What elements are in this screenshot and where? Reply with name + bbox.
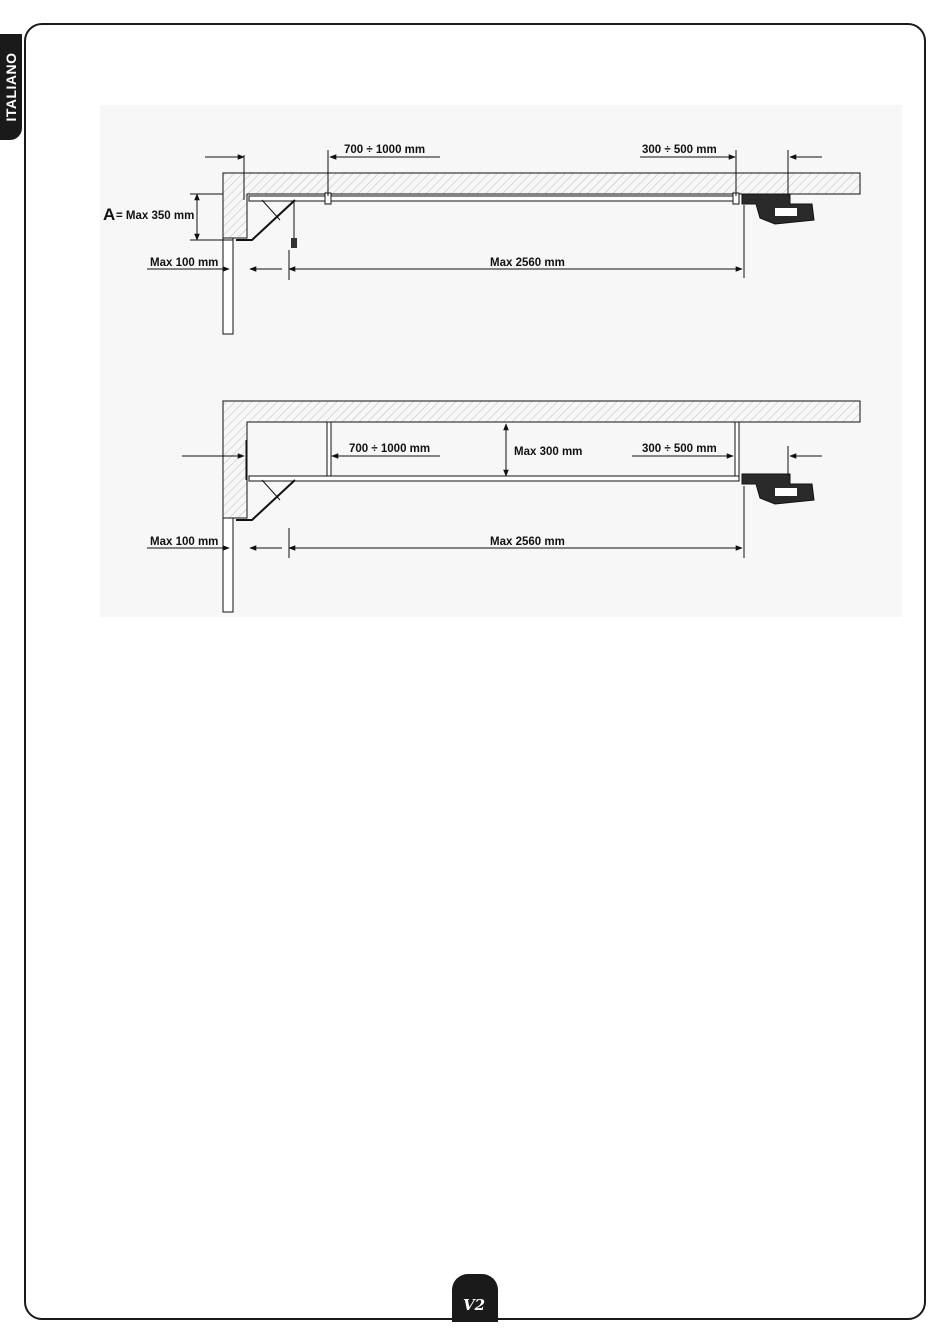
figure-2: 700 ÷ 1000 mm Max 300 mm 300 ÷ 500 mm Ma… (147, 401, 860, 612)
fig2-dim-rear-label: 300 ÷ 500 mm (642, 443, 717, 455)
fig2-rail (249, 476, 739, 481)
fig1-release-handle (291, 238, 297, 248)
fig2-arm-brace (262, 480, 280, 500)
fig2-motor-unit (742, 474, 814, 504)
figure-1: 700 ÷ 1000 mm 300 ÷ 500 mm A = Max 350 m… (103, 144, 860, 334)
fig2-ceiling (223, 401, 860, 612)
fig1-dim-rear-label: 300 ÷ 500 mm (642, 144, 717, 156)
fig1-motor-unit (742, 194, 814, 224)
fig1-label-a: A (103, 205, 115, 224)
fig2-rear-hanger (735, 422, 739, 478)
brand-logo: V2 (463, 1296, 485, 1314)
fig1-label-a-value: = Max 350 mm (116, 210, 194, 222)
fig2-dim-front-label: 700 ÷ 1000 mm (349, 443, 430, 455)
fig1-door-stub (223, 238, 233, 334)
fig1-dim-rail-label: Max 2560 mm (490, 257, 565, 269)
fig2-dim-rail-label: Max 2560 mm (490, 536, 565, 548)
fig1-arm-brace (262, 200, 280, 220)
fig1-dim-front-label: 700 ÷ 1000 mm (344, 144, 425, 156)
fig2-dim-wall-label: Max 100 mm (150, 536, 218, 548)
fig2-door-stub (223, 518, 233, 612)
fig1-dim-wall-label: Max 100 mm (150, 257, 218, 269)
fig1-rail (249, 196, 739, 201)
fig2-dim-drop-label: Max 300 mm (514, 446, 582, 458)
fig2-front-hanger (327, 422, 331, 478)
